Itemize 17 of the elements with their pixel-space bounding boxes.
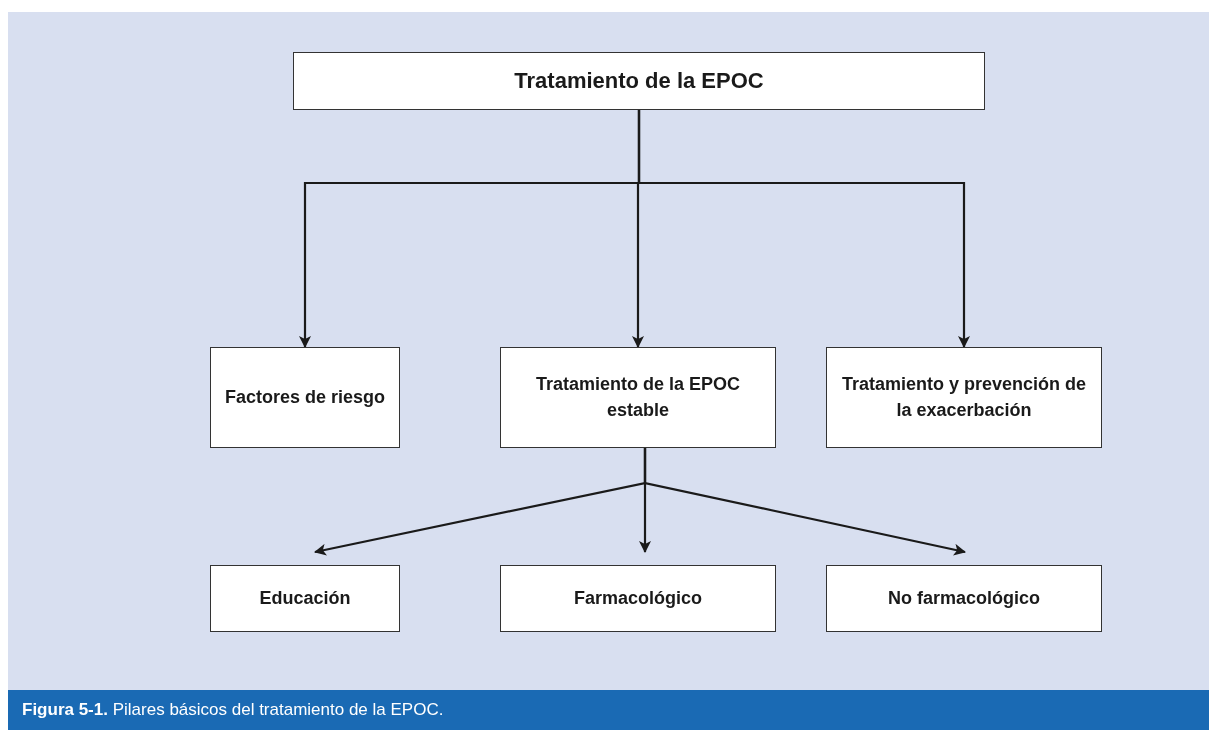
node-label: Educación xyxy=(258,586,352,610)
text-box xyxy=(500,565,776,632)
figure-caption: Figura 5-1. Pilares básicos del tratamiento de la EPOC. xyxy=(22,700,444,720)
node-label: Tratamiento de la EPOC estable xyxy=(534,373,742,422)
text-box xyxy=(210,347,400,448)
text-box xyxy=(293,52,985,110)
text-box xyxy=(826,347,1102,448)
text-box xyxy=(826,565,1102,632)
text-box xyxy=(210,565,400,632)
node-label: Tratamiento de la EPOC xyxy=(513,66,765,95)
node-label: Farmacológico xyxy=(573,586,703,610)
node-label: Tratamiento y prevención de la exacerbación xyxy=(840,373,1088,422)
arrow xyxy=(643,448,966,556)
arrow xyxy=(637,110,970,348)
node-label: No farmacológico xyxy=(887,586,1041,610)
text-box xyxy=(500,347,776,448)
node-label: Factores de riesgo xyxy=(223,385,387,409)
